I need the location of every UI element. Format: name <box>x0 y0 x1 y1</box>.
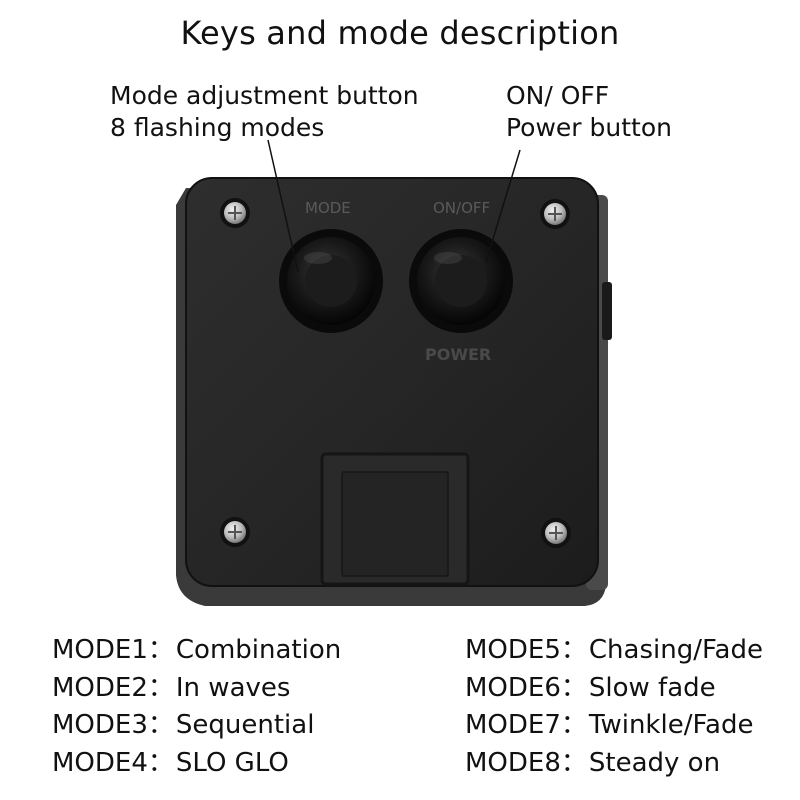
mode-separator: ： <box>147 747 174 778</box>
mode-separator: ： <box>560 710 587 740</box>
mode-list-left: MODE1：Combination MODE2：In waves MODE3：S… <box>52 632 341 782</box>
mode-item: MODE3：Sequential <box>52 707 341 745</box>
mode-callout-line-2: 8 flashing modes <box>110 113 325 142</box>
mode-item: MODE8：Steady on <box>465 745 763 783</box>
mode-description: Sequential <box>175 710 315 740</box>
mode-item: MODE5：Chasing/Fade <box>465 632 763 670</box>
mode-description: In waves <box>175 672 291 703</box>
side-port <box>602 282 612 340</box>
page-title: Keys and mode description <box>180 14 620 52</box>
device-onoff-label: ON/OFF <box>433 199 490 217</box>
mode-label: MODE2 <box>52 672 148 703</box>
device-power-label: POWER <box>425 345 491 364</box>
mode-separator: ： <box>147 635 174 665</box>
power-leader-line <box>485 149 521 263</box>
mode-label: MODE5 <box>465 635 561 665</box>
mode-button[interactable] <box>279 229 383 333</box>
mode-label: MODE3 <box>52 710 148 740</box>
mode-description: Steady on <box>588 747 721 778</box>
mode-item: MODE4：SLO GLO <box>52 745 341 783</box>
mode-label: MODE8 <box>465 747 561 778</box>
mode-separator: ： <box>560 672 587 703</box>
screw-top-right <box>540 199 570 229</box>
mode-item: MODE2：In waves <box>52 670 341 708</box>
device-mode-label: MODE <box>305 199 351 217</box>
mode-callout-line-1: Mode adjustment button <box>110 81 419 110</box>
mode-label: MODE4 <box>52 747 148 778</box>
mode-separator: ： <box>147 672 174 703</box>
mode-description: Chasing/Fade <box>588 635 763 665</box>
mode-separator: ： <box>560 635 587 665</box>
power-button-callout: ON/ OFF Power button <box>506 80 672 144</box>
power-callout-line-2: Power button <box>506 113 672 142</box>
mode-button-callout: Mode adjustment button 8 flashing modes <box>110 80 419 144</box>
mode-list-right: MODE5：Chasing/Fade MODE6：Slow fade MODE7… <box>465 632 763 782</box>
mode-label: MODE1 <box>52 635 148 665</box>
mode-description: Combination <box>175 635 342 665</box>
mode-label: MODE7 <box>465 710 561 740</box>
mode-label: MODE6 <box>465 672 561 703</box>
mode-leader-line <box>267 139 299 273</box>
mode-item: MODE1：Combination <box>52 632 341 670</box>
mode-separator: ： <box>147 710 174 740</box>
mode-separator: ： <box>560 747 587 778</box>
mode-description: SLO GLO <box>175 747 289 778</box>
mode-item: MODE7：Twinkle/Fade <box>465 707 763 745</box>
screw-bottom-right <box>541 518 571 548</box>
power-button[interactable] <box>409 229 513 333</box>
mode-description: Slow fade <box>588 672 716 703</box>
power-callout-line-1: ON/ OFF <box>506 81 610 110</box>
mode-item: MODE6：Slow fade <box>465 670 763 708</box>
mode-description: Twinkle/Fade <box>588 710 754 740</box>
screw-bottom-left <box>220 517 250 547</box>
screw-top-left <box>220 198 250 228</box>
cable-plate-inner <box>341 471 449 577</box>
